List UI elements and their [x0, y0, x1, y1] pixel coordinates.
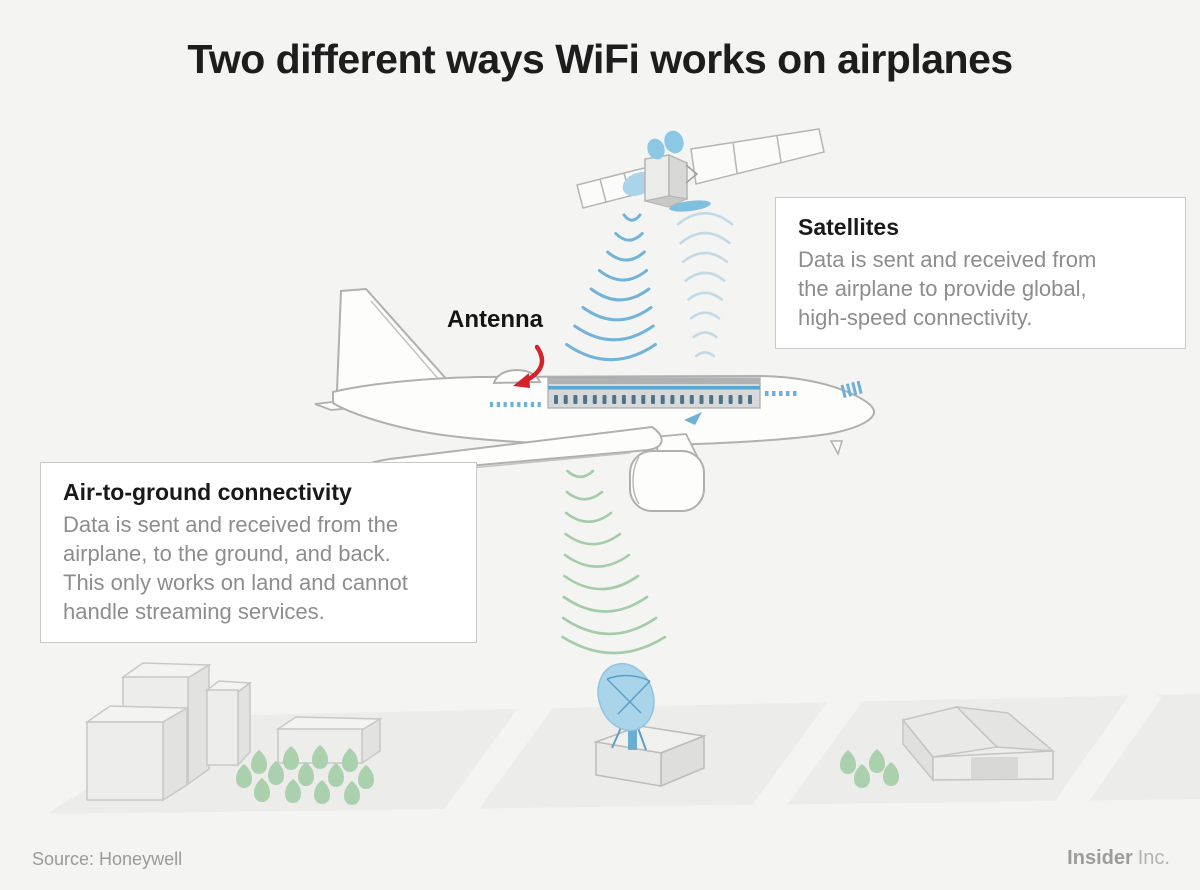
antenna-arrow-icon — [513, 344, 545, 388]
page-title: Two different ways WiFi works on airplan… — [187, 36, 1013, 82]
wifi-waves-satellite-down-icon — [565, 213, 657, 362]
window-dashes — [490, 391, 797, 407]
air-to-ground-callout-body: Data is sent and received from the airpl… — [63, 512, 408, 624]
wifi-waves-air-to-ground-icon — [561, 448, 667, 655]
satellites-callout-title: Satellites — [798, 214, 899, 240]
satellite-dish-icon — [597, 662, 655, 751]
brand-suffix: Inc. — [1137, 847, 1170, 869]
source-credit: Source: Honeywell — [32, 849, 183, 869]
tail-fin — [335, 287, 460, 392]
building-cube — [84, 705, 190, 802]
satellites-callout: Satellites Data is sent and received fro… — [775, 197, 1186, 349]
ground-station-icon — [593, 662, 707, 788]
building-mid — [204, 680, 253, 767]
air-to-ground-callout: Air-to-ground connectivity Data is sent … — [40, 462, 477, 643]
seat-row — [554, 395, 752, 404]
air-to-ground-callout-title: Air-to-ground connectivity — [63, 479, 352, 505]
cockpit-windows — [840, 380, 863, 398]
city-buildings-icon — [84, 662, 383, 802]
cabin-cutaway — [547, 377, 761, 409]
engine — [629, 433, 705, 512]
antenna-label: Antenna — [447, 306, 543, 333]
wifi-waves-plane-up-icon — [676, 212, 734, 358]
satellites-callout-body: Data is sent and received from the airpl… — [798, 247, 1097, 330]
solar-panel-right — [690, 128, 825, 185]
airplane-icon — [314, 287, 876, 512]
satellite-icon — [576, 128, 825, 212]
hangar-icon — [901, 706, 1056, 783]
brand-name: Insider — [1067, 847, 1133, 869]
